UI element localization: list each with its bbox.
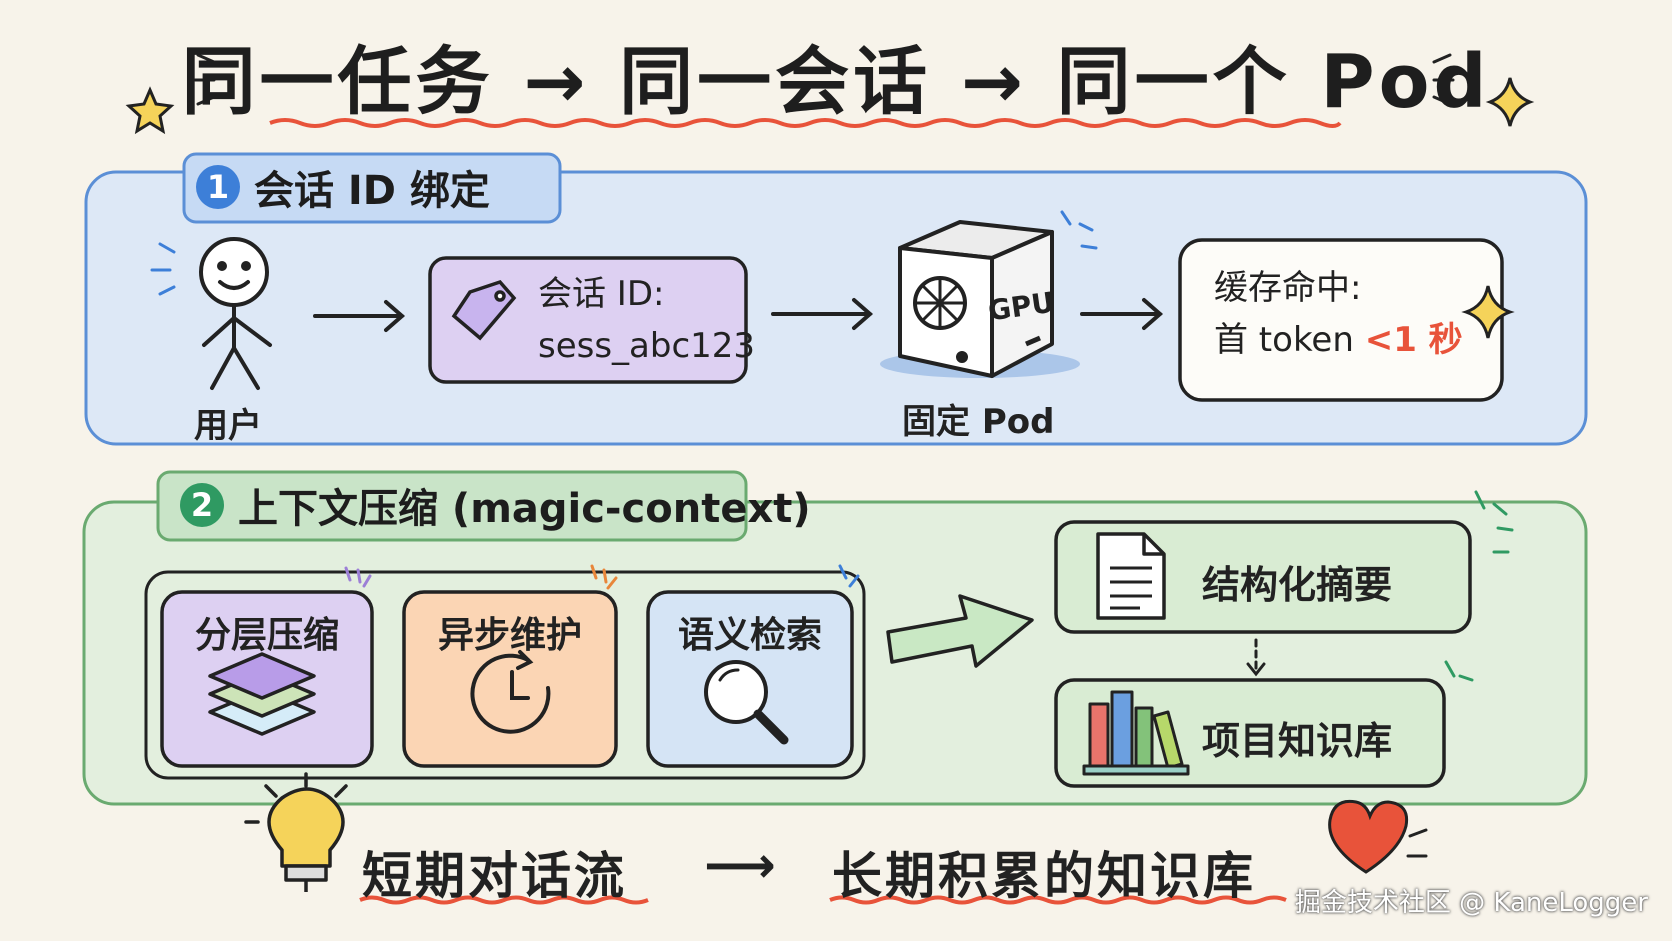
bottom-left-underline	[359, 895, 649, 905]
card-semantic-title: 语义检索	[677, 615, 822, 656]
big-green-arrow	[886, 594, 1034, 668]
lightbulb-icon	[244, 772, 348, 892]
title-underline	[269, 118, 1342, 128]
cache-hit-label: 缓存命中:	[1214, 268, 1362, 308]
books-icon	[1082, 690, 1190, 776]
summary-to-kb-arrow	[1246, 638, 1266, 677]
section2-number-badge: 2	[180, 483, 224, 527]
sparkle-lines-left	[193, 53, 216, 106]
section1-label-box	[182, 152, 562, 224]
knowledge-base-label: 项目知识库	[1202, 719, 1393, 763]
user-label: 用户	[194, 406, 262, 446]
session-id-value: sess_abc123	[538, 326, 756, 366]
section2-label: 上下文压缩 (magic-context)	[238, 486, 811, 532]
section2-heading: 2 上下文压缩 (magic-context)	[180, 472, 811, 538]
flow-arrows-section1	[313, 298, 1164, 332]
latency-value: <1 秒	[1364, 320, 1463, 360]
pod-label: 固定 Pod	[902, 402, 1055, 442]
cache-text: 缓存命中: 首 token <1 秒	[1214, 262, 1463, 366]
heart-icon	[1328, 799, 1409, 874]
bottom-right-text: 长期积累的知识库	[832, 847, 1256, 905]
card-sparkles	[344, 564, 860, 590]
section1-number-badge: 1	[196, 165, 240, 209]
bottom-left-text: 短期对话流	[362, 847, 627, 905]
green-sparkles	[1444, 490, 1514, 682]
watermark: 掘金技术社区 @ KaneLogger	[1294, 888, 1648, 918]
sparkle-lines-right	[1432, 53, 1455, 106]
star-left-icon	[125, 86, 175, 135]
user-figure-icon	[199, 237, 272, 390]
first-token-label: 首 token	[1214, 320, 1365, 360]
cards-group	[144, 570, 866, 780]
sparkle-star-icon	[1461, 285, 1515, 339]
card-async-title: 异步维护	[437, 615, 582, 656]
user-sparkles	[150, 242, 176, 296]
tag-icon	[451, 279, 517, 341]
session-id-text: 会话 ID: sess_abc123	[538, 268, 755, 372]
card-layered-title: 分层压缩	[194, 615, 339, 656]
summary-label: 结构化摘要	[1202, 563, 1393, 607]
bottom-arrow: ⟶	[704, 836, 779, 894]
server-sparkles	[1060, 210, 1098, 250]
section2-label-box	[156, 470, 748, 542]
gpu-server-icon	[880, 220, 1080, 378]
document-icon	[1096, 532, 1166, 620]
bottom-right-underline	[829, 895, 1287, 905]
cache-box	[1178, 238, 1504, 402]
layers-icon	[208, 652, 316, 736]
section1-label: 会话 ID 绑定	[254, 168, 490, 214]
clock-refresh-icon	[470, 650, 551, 734]
session-id-label: 会话 ID:	[538, 274, 665, 314]
first-token-line: 首 token <1 秒	[1214, 314, 1463, 366]
section1-heading: 1 会话 ID 绑定	[196, 154, 490, 220]
heart-sparkles	[1406, 828, 1428, 858]
session-id-box	[428, 256, 748, 384]
page-title: 同一任务 → 同一会话 → 同一个 Pod	[181, 39, 1491, 125]
star-right-icon	[1485, 77, 1535, 127]
magnifier-icon	[704, 660, 789, 745]
